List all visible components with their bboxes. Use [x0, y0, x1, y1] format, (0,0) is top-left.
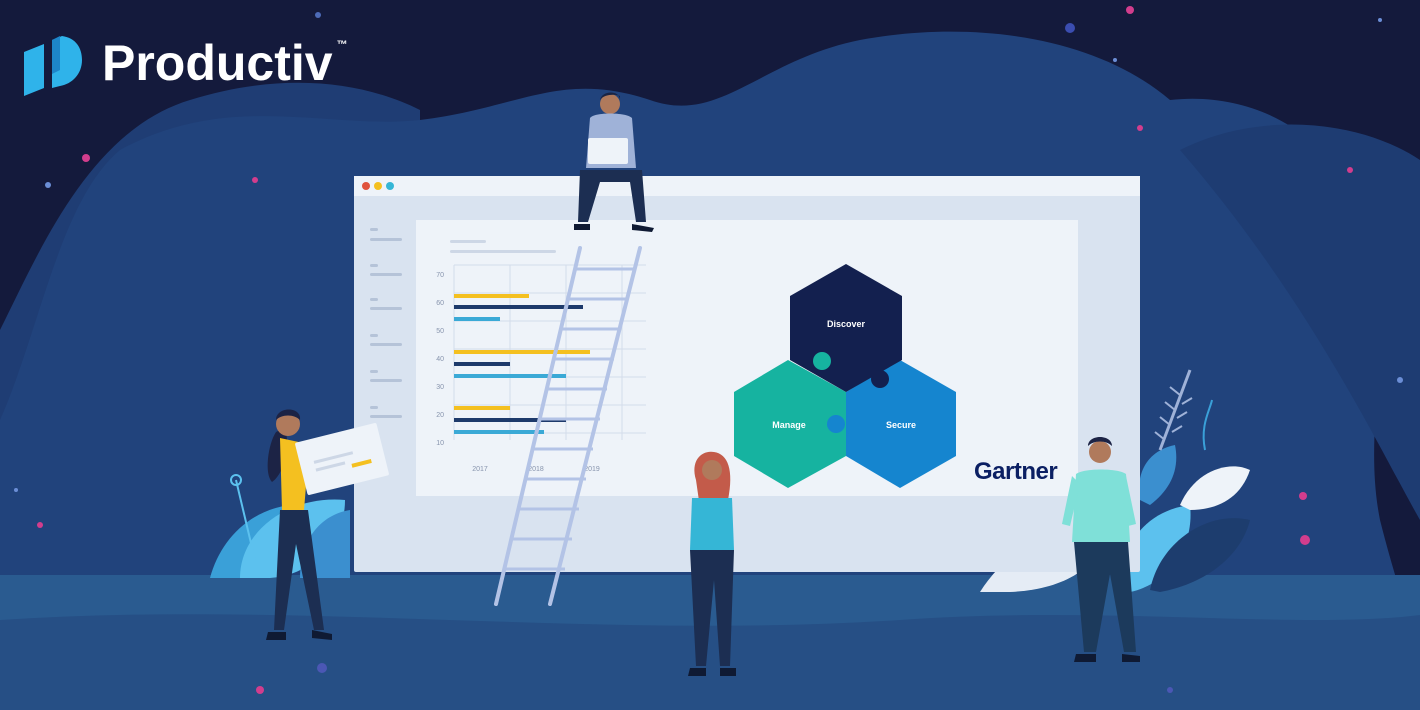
sidebar-line [370, 273, 402, 276]
chart-bar [454, 294, 529, 298]
discover-label: Discover [826, 319, 866, 329]
sidebar-line [370, 334, 378, 337]
y-tick-label: 20 [436, 412, 444, 419]
bar-chart [453, 264, 646, 440]
chart-bar [454, 305, 583, 309]
puzzle-piece-manage [734, 360, 846, 488]
chart-title-placeholder [450, 240, 486, 243]
manage-label: Manage [772, 420, 806, 430]
productiv-logo-icon [24, 36, 82, 96]
maximize-dot [386, 182, 394, 190]
brand-name: Productiv [102, 35, 333, 91]
person-sitting-laptop [574, 92, 654, 232]
ladder [494, 246, 642, 606]
window-titlebar [354, 176, 1140, 196]
brand-logo: Productiv ™ [22, 30, 364, 96]
sidebar-line [370, 379, 402, 382]
person-holding-card [266, 409, 389, 640]
puzzle-knob [813, 352, 831, 370]
sidebar-line [370, 343, 402, 346]
background-blob-right [1180, 124, 1420, 521]
sidebar-line [370, 228, 378, 231]
sidebar-line [370, 264, 378, 267]
chart-bar [454, 374, 566, 378]
sidebar-line [370, 406, 378, 409]
puzzle-knob [871, 370, 889, 388]
secure-label: Secure [885, 420, 917, 430]
chart-bar [454, 418, 566, 422]
sidebar-line [370, 415, 402, 418]
y-tick-label: 40 [436, 356, 444, 363]
sidebar-line [370, 238, 402, 241]
x-tick-label: 2018 [528, 466, 544, 473]
close-dot [362, 182, 370, 190]
chart-bar [454, 362, 510, 366]
sidebar-line [370, 370, 378, 373]
x-tick-label: 2019 [584, 466, 600, 473]
sidebar-line [370, 307, 402, 310]
trademark-symbol: ™ [336, 39, 348, 51]
y-tick-label: 70 [436, 272, 444, 279]
y-tick-label: 30 [436, 384, 444, 391]
person-standing-right [1062, 437, 1140, 662]
y-tick-label: 10 [436, 440, 444, 447]
floor-shade [0, 614, 1420, 710]
minimize-dot [374, 182, 382, 190]
puzzle-knob [827, 415, 845, 433]
x-tick-label: 2017 [472, 466, 488, 473]
y-tick-label: 50 [436, 328, 444, 335]
chart-bar [454, 430, 544, 434]
gartner-logo: Gartner [974, 458, 1058, 485]
chart-subtitle-placeholder [450, 250, 556, 253]
chart-bar [454, 406, 510, 410]
sidebar-line [370, 298, 378, 301]
chart-bar [454, 317, 500, 321]
chart-bar [454, 350, 590, 354]
y-tick-label: 60 [436, 300, 444, 307]
puzzle-piece-secure [846, 360, 956, 488]
puzzle-diagram [734, 264, 956, 488]
sparkles [14, 6, 1403, 694]
person-standing-center [688, 451, 736, 676]
